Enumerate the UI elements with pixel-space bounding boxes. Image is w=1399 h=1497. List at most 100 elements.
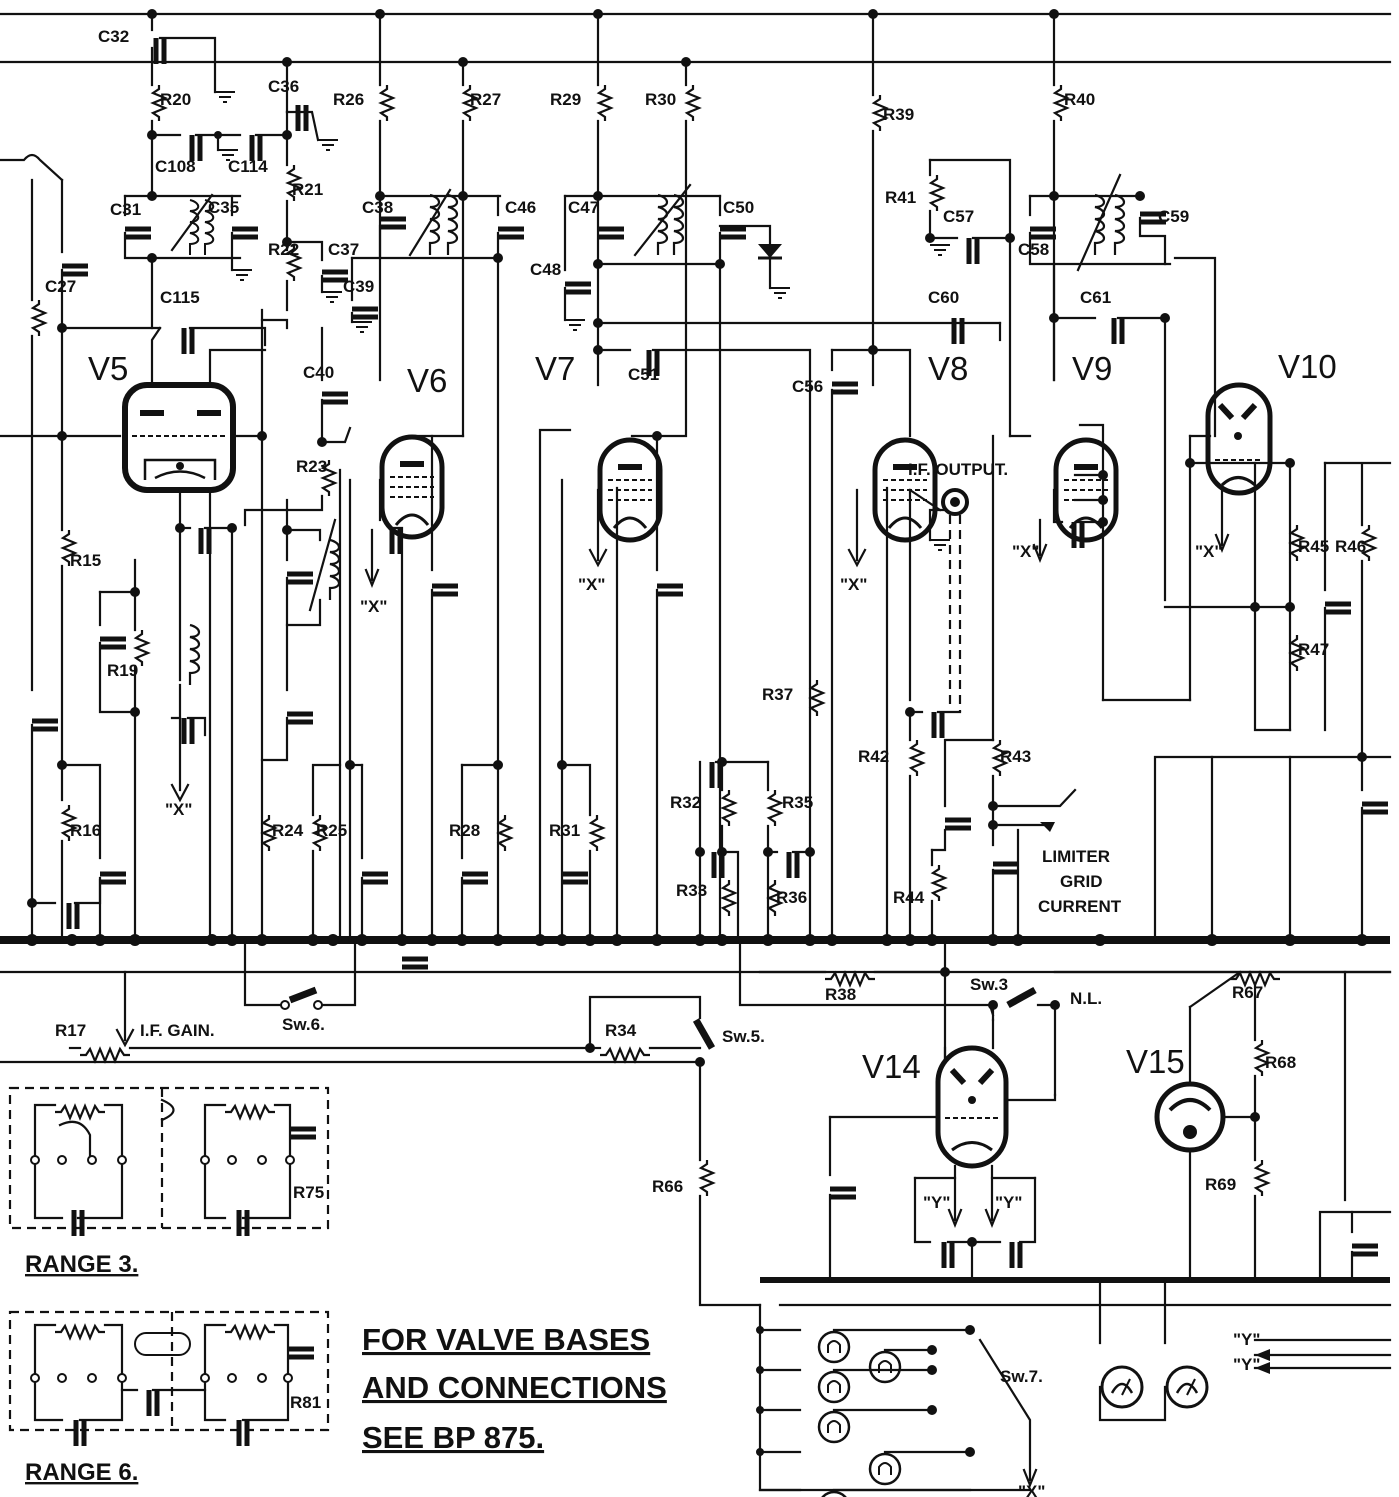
v5-stage: [0, 12, 348, 942]
component-label: R19: [107, 661, 138, 680]
if-output-label: I.F. OUTPUT.: [908, 460, 1008, 479]
switch-label: Sw.7.: [1000, 1367, 1043, 1386]
component-label: C115: [160, 288, 200, 307]
y-label: "Y": [923, 1193, 950, 1212]
y-label: "Y": [995, 1193, 1022, 1212]
component-label: C57: [943, 207, 974, 226]
component-label: C27: [45, 277, 76, 296]
component-label: C108: [155, 157, 196, 176]
component-label: R43: [1000, 747, 1031, 766]
component-label: R20: [160, 90, 191, 109]
component-label: C40: [303, 363, 334, 382]
component-label: R17: [55, 1021, 86, 1040]
component-label: C38: [362, 198, 393, 217]
x-label: "X": [1012, 542, 1039, 561]
component-label: C51: [628, 365, 659, 384]
component-label: R47: [1298, 640, 1329, 659]
component-label: R41: [885, 188, 916, 207]
component-label: R31: [549, 821, 580, 840]
component-label: R26: [333, 90, 364, 109]
v8-stage: [832, 12, 1002, 942]
component-label: C61: [1080, 288, 1111, 307]
valve-label: V14: [862, 1048, 921, 1085]
valve-label: V15: [1126, 1043, 1185, 1080]
component-label: R30: [645, 90, 676, 109]
component-label: R22: [268, 240, 299, 259]
v9-stage: [925, 12, 1192, 942]
x-label: "X": [840, 575, 867, 594]
switch-label: Sw.6.: [282, 1015, 325, 1034]
component-label: R34: [605, 1021, 637, 1040]
component-label: R45: [1298, 537, 1329, 556]
component-label: C39: [343, 277, 374, 296]
component-label: R24: [272, 821, 304, 840]
component-label: C50: [723, 198, 754, 217]
range-titles: RANGE 3. RANGE 6.: [25, 1251, 138, 1486]
limiter-label: GRID: [1060, 872, 1103, 891]
component-label: R23: [296, 457, 327, 476]
switch-label: Sw.3: [970, 975, 1008, 994]
component-label: C35: [208, 198, 239, 217]
component-label: C36: [268, 77, 299, 96]
component-label: R75: [293, 1183, 324, 1202]
component-label: C114: [228, 157, 268, 176]
component-label: R27: [470, 90, 501, 109]
component-labels: C32 C36 C108 C114 C31 C35 C37 C38 C39 C4…: [45, 27, 1366, 1412]
limiter-label: CURRENT: [1038, 897, 1122, 916]
nl-label: N.L.: [1070, 989, 1102, 1008]
component-label: C58: [1018, 240, 1049, 259]
switch-section: [68, 938, 1392, 1307]
component-label: C56: [792, 377, 823, 396]
component-label: R33: [676, 881, 707, 900]
note-line: SEE BP 875.: [362, 1420, 544, 1455]
valve-label: V6: [407, 362, 447, 399]
component-label: R46: [1335, 537, 1366, 556]
component-label: R39: [883, 105, 914, 124]
valve-label: V5: [88, 350, 128, 387]
component-label: R16: [70, 821, 101, 840]
component-label: R67: [1232, 983, 1263, 1002]
component-label: C46: [505, 198, 536, 217]
switch-label: Sw.5.: [722, 1027, 765, 1046]
component-label: C47: [568, 198, 599, 217]
note-line: AND CONNECTIONS: [362, 1370, 667, 1405]
v14-v15-stage: [830, 970, 1392, 1282]
component-label: R21: [292, 180, 323, 199]
x-label: "X": [1195, 542, 1222, 561]
valve-label: V9: [1072, 350, 1112, 387]
y-label: "Y": [1233, 1355, 1260, 1374]
component-label: C32: [98, 27, 129, 46]
if-gain-label: I.F. GAIN.: [140, 1021, 215, 1040]
component-label: R28: [449, 821, 480, 840]
range-3-box: [8, 1086, 330, 1236]
range-3-title: RANGE 3.: [25, 1251, 138, 1278]
x-label: "X": [1018, 1482, 1045, 1497]
component-label: R35: [782, 793, 813, 812]
v6-stage: [243, 12, 524, 942]
component-label: R68: [1265, 1053, 1296, 1072]
limiter-label: LIMITER: [1042, 847, 1110, 866]
x-label: "X": [360, 597, 387, 616]
component-label: R37: [762, 685, 793, 704]
range-6-box: [8, 1310, 330, 1446]
component-label: R25: [316, 821, 347, 840]
valve-label: V8: [928, 350, 968, 387]
component-label: C48: [530, 260, 561, 279]
valve-label: V10: [1278, 348, 1337, 385]
component-label: R36: [776, 888, 807, 907]
valve-label: V7: [535, 350, 575, 387]
y-label: "Y": [1233, 1330, 1260, 1349]
valve-labels: V5 V6 V7 V8 V9 V10 V14 V15: [88, 348, 1337, 1085]
range-6-title: RANGE 6.: [25, 1459, 138, 1486]
v10-stage: [1153, 256, 1392, 942]
component-label: R15: [70, 551, 101, 570]
component-label: R42: [858, 747, 889, 766]
component-label: R29: [550, 90, 581, 109]
panel-lamps-meters: [756, 1278, 1392, 1497]
component-label: C60: [928, 288, 959, 307]
component-label: R66: [652, 1177, 683, 1196]
component-label: C31: [110, 200, 141, 219]
annotation-labels: I.F. OUTPUT. I.F. GAIN. LIMITER GRID CUR…: [140, 460, 1260, 1497]
component-label: R69: [1205, 1175, 1236, 1194]
